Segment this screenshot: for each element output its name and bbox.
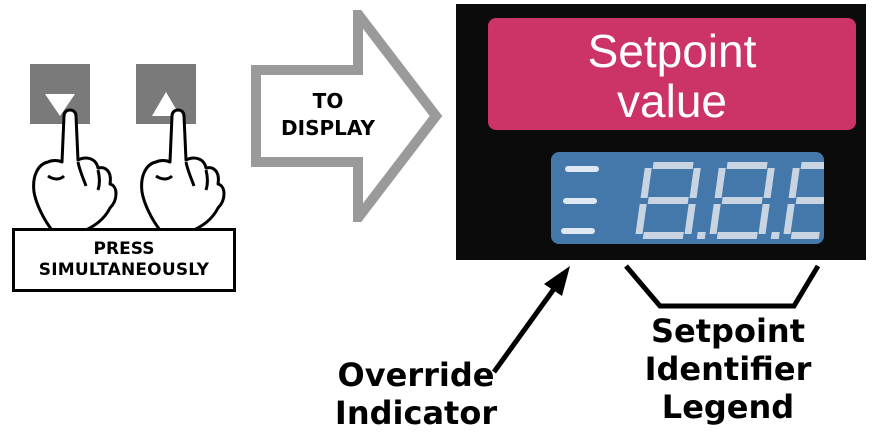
override-text: Override bbox=[337, 356, 495, 394]
pointing-hands-icon bbox=[32, 108, 226, 232]
setpoint-value-display: Setpoint value bbox=[488, 18, 856, 130]
indicator-text: Indicator bbox=[334, 394, 498, 432]
override-indicator-bars bbox=[561, 166, 599, 234]
press-text: PRESS bbox=[93, 239, 155, 259]
down-triangle-icon bbox=[45, 94, 75, 116]
press-simultaneously-label: PRESS SIMULTANEOUSLY bbox=[12, 228, 236, 292]
simultaneously-text: SIMULTANEOUSLY bbox=[38, 260, 210, 280]
to-display-arrow-icon bbox=[251, 10, 443, 222]
to-display-label: TO DISPLAY bbox=[268, 88, 388, 142]
display-text: DISPLAY bbox=[281, 116, 375, 140]
legend-setpoint-text: Setpoint bbox=[651, 312, 805, 350]
up-key[interactable] bbox=[136, 64, 196, 124]
setpoint-identifier-legend-label: Setpoint Identifier Legend bbox=[630, 312, 826, 426]
led-segments bbox=[561, 162, 824, 239]
up-triangle-icon bbox=[152, 92, 180, 116]
to-text: TO bbox=[312, 89, 344, 113]
led-display bbox=[551, 152, 824, 244]
override-indicator-label: Override Indicator bbox=[328, 356, 504, 432]
seven-segment-digits bbox=[635, 162, 824, 239]
setpoint-text: Setpoint bbox=[587, 25, 757, 77]
value-text: value bbox=[617, 75, 727, 127]
down-key[interactable] bbox=[30, 64, 90, 124]
identifier-text: Identifier bbox=[644, 350, 812, 388]
legend-text: Legend bbox=[661, 388, 795, 426]
